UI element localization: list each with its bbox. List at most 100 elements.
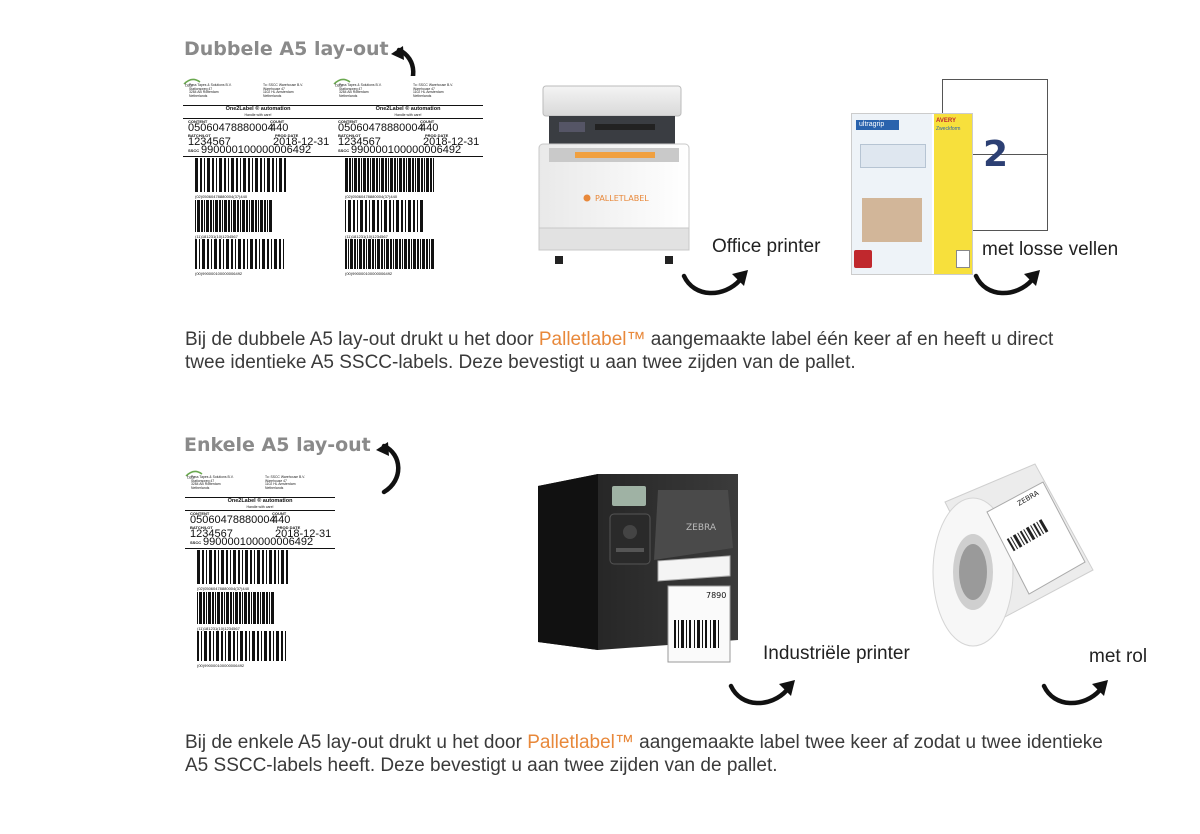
sscc-key: SSCC — [188, 148, 200, 153]
barcode-bar — [405, 200, 406, 232]
barcode-bar — [354, 239, 356, 269]
barcode-bar — [216, 158, 217, 192]
barcode-text-1: (02)05060478880004(37)440 — [195, 194, 248, 199]
barcode-bar — [245, 550, 248, 584]
barcode-bar — [372, 158, 375, 192]
barcode-bar — [273, 631, 274, 661]
barcode-bar — [363, 158, 366, 192]
barcode-bar — [248, 158, 250, 192]
barcode-bar — [254, 550, 255, 584]
barcode-bar — [225, 631, 226, 661]
barcode-bar — [206, 592, 207, 624]
barcode-bar — [217, 592, 220, 624]
label-title: One2Label ® automation — [225, 106, 291, 112]
barcode-bar — [272, 158, 274, 192]
barcode-bar — [224, 592, 225, 624]
divider — [333, 156, 483, 157]
barcode-bar — [224, 200, 227, 232]
barcode-text-3: (00)990000100000006492 — [345, 271, 393, 276]
barcode-bar — [242, 200, 245, 232]
printer-brand-text: ZEBRA — [686, 523, 717, 533]
barcode-bar — [413, 239, 416, 269]
text: aangemaakte label één keer af en heeft u… — [645, 329, 1054, 350]
barcode-bar — [394, 158, 396, 192]
divider — [183, 105, 333, 106]
barcode-bar — [426, 239, 428, 269]
prod-value: 2018-12-31 — [275, 528, 332, 540]
barcode-bar — [211, 239, 212, 269]
curved-arrow-icon — [1041, 680, 1108, 706]
sender-address: Pass Tapes & Solutions B.V. Stationsweg … — [191, 475, 234, 490]
barcode-bar — [236, 158, 238, 192]
barcode-bar — [216, 631, 219, 661]
curved-arrow-icon — [728, 680, 795, 706]
barcode-bar — [384, 200, 387, 232]
barcode-bar — [230, 550, 231, 584]
barcode-bar — [259, 239, 260, 269]
barcode-bar — [231, 158, 234, 192]
barcode-bar — [215, 592, 216, 624]
barcode-bar — [249, 200, 250, 232]
barcode-bar — [269, 200, 272, 232]
barcode-bar — [228, 200, 230, 232]
barcode-3 — [197, 631, 286, 661]
barcode-bar — [202, 239, 205, 269]
barcode-bar — [417, 158, 420, 192]
barcode-bar — [195, 200, 196, 232]
batch-key: BATCH/LOT — [188, 133, 211, 138]
barcode-bar — [408, 239, 410, 269]
barcode-bar — [377, 200, 379, 232]
barcode-bar — [431, 239, 434, 269]
barcode-text-2: (11)181231(10)1234567 — [345, 234, 388, 239]
office-printer-image: PALLETLABEL — [538, 85, 690, 264]
barcode-bar — [372, 239, 374, 269]
barcode-bar — [417, 200, 418, 232]
barcode-bar — [199, 239, 200, 269]
barcode-bar — [353, 200, 355, 232]
barcode-bar — [224, 158, 226, 192]
barcode-bar — [404, 239, 407, 269]
batch-value: 1234567 — [338, 136, 381, 148]
barcode-bar — [200, 158, 202, 192]
barcode-bar — [195, 158, 198, 192]
barcode-bar — [262, 550, 264, 584]
barcode-bar — [206, 200, 209, 232]
barcode-bar — [222, 200, 223, 232]
barcode-bar — [219, 200, 221, 232]
office-printer-caption: Office printer — [712, 236, 821, 257]
sscc-value: 990000100000006492 — [203, 536, 314, 548]
sscc-label-2: tes Pass Tapes & Solutions B.V. Stations… — [333, 76, 483, 276]
sscc-value: 990000100000006492 — [351, 144, 462, 156]
barcode-bar — [396, 200, 399, 232]
barcode-bar — [248, 592, 250, 624]
barcode-bar — [385, 158, 387, 192]
barcode-bar — [357, 200, 358, 232]
prod-value: 2018-12-31 — [423, 136, 480, 148]
label-title: One2Label ® automation — [375, 106, 441, 112]
barcode-bar — [366, 239, 367, 269]
prod-key: PROD DATE — [275, 133, 299, 138]
barcode-bar — [260, 592, 261, 624]
barcode-bar — [260, 158, 262, 192]
barcode-bar — [218, 550, 219, 584]
barcode-bar — [426, 158, 429, 192]
barcode-bar — [390, 158, 393, 192]
sheet-divider — [943, 154, 1047, 155]
barcode-bar — [237, 631, 238, 661]
barcode-1 — [197, 550, 288, 584]
label-subtitle: Handle with care! — [394, 113, 422, 117]
barcode-bar — [226, 592, 229, 624]
text: Bij de enkele A5 lay-out drukt u het doo… — [185, 732, 528, 753]
barcode-bar — [197, 592, 198, 624]
barcode-1 — [195, 158, 286, 192]
sheets-caption: met losse vellen — [982, 239, 1119, 260]
logo-icon: tes — [333, 78, 351, 88]
barcode-text-1: (02)05060478880004(37)440 — [345, 194, 398, 199]
sscc-value: 990000100000006492 — [201, 144, 312, 156]
barcode-bar — [281, 631, 283, 661]
barcode-bar — [349, 158, 351, 192]
description-single: Bij de enkele A5 lay-out drukt u het doo… — [185, 731, 1175, 777]
barcode-text-1: (02)05060478880004(37)440 — [197, 586, 250, 591]
label-subtitle: Handle with care! — [244, 113, 272, 117]
divider — [185, 510, 335, 511]
